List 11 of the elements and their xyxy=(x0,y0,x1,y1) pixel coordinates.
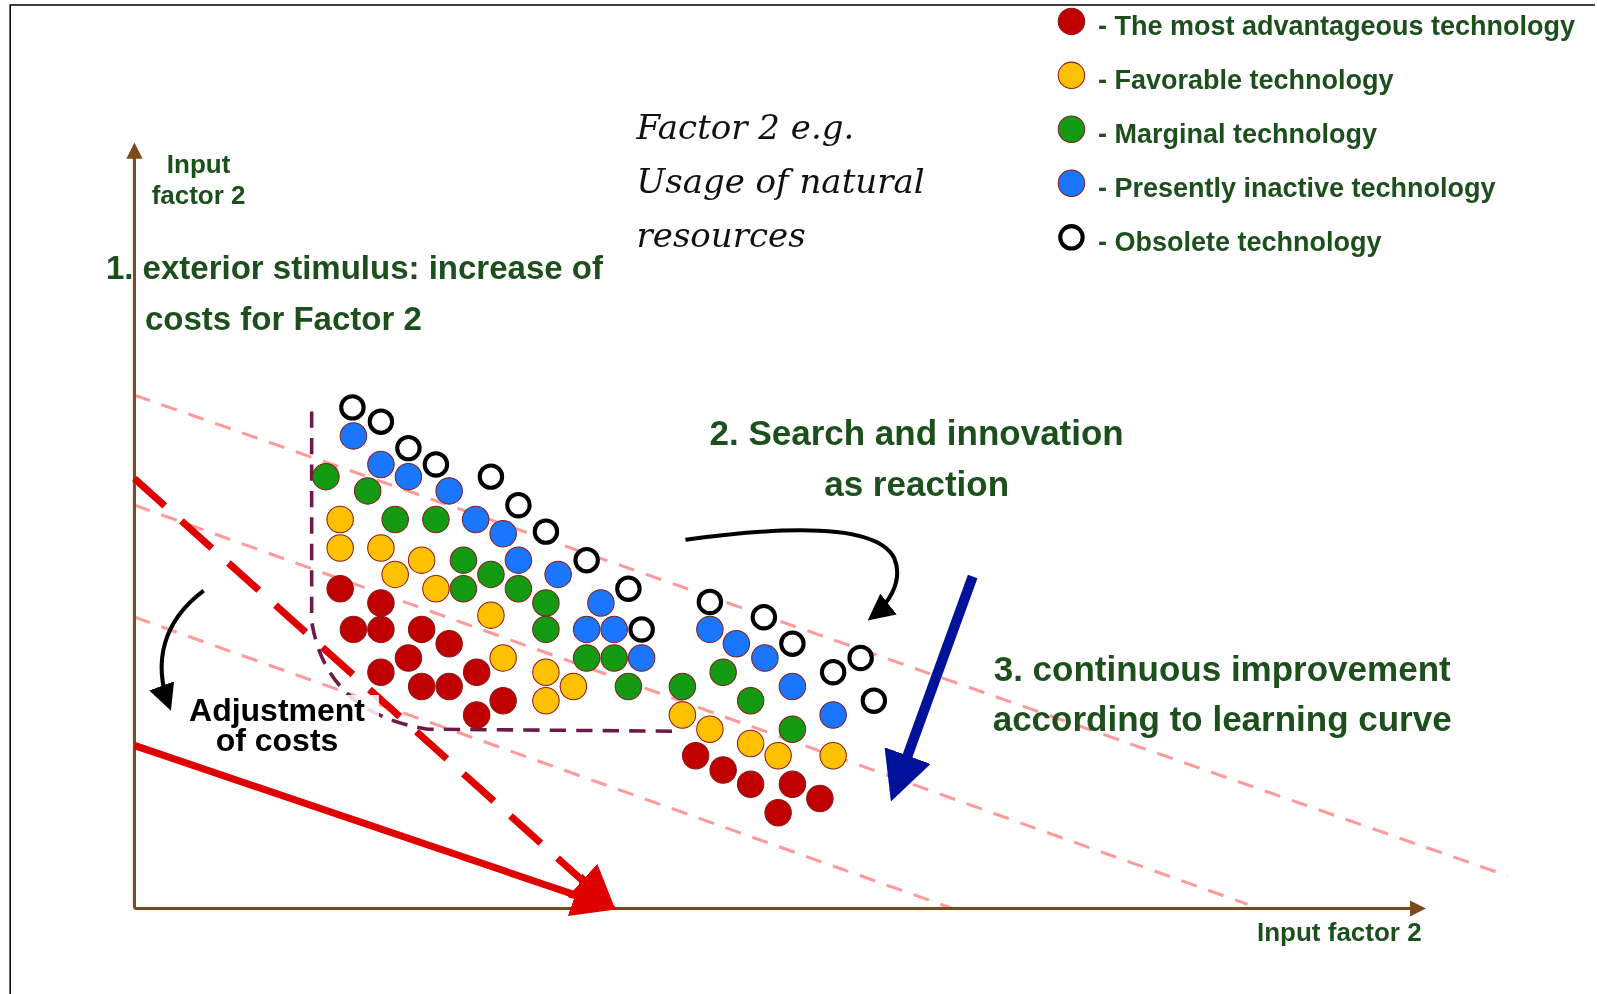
legend-text: - Marginal technology xyxy=(1097,119,1377,151)
legend-text: - Favorable technology xyxy=(1097,65,1394,97)
legend-text: - Obsolete technology xyxy=(1097,227,1382,259)
step-text: 1. exterior stimulus: increase of costs for Factor 2 xyxy=(105,248,604,340)
legend-text: - The most advantageous technology xyxy=(1097,11,1575,43)
legend-text: - Presently inactive technology xyxy=(1097,173,1496,205)
step-text: 2. Search and innovation as reaction xyxy=(708,412,1125,506)
axis-label: Input factor 2 xyxy=(1255,916,1423,948)
factor-note: Factor 2 e.g. Usage of natural resources xyxy=(636,105,926,257)
axis-label: Input factor 2 xyxy=(150,148,247,211)
step-text: 3. continuous improvement according to learning curve xyxy=(991,647,1453,740)
